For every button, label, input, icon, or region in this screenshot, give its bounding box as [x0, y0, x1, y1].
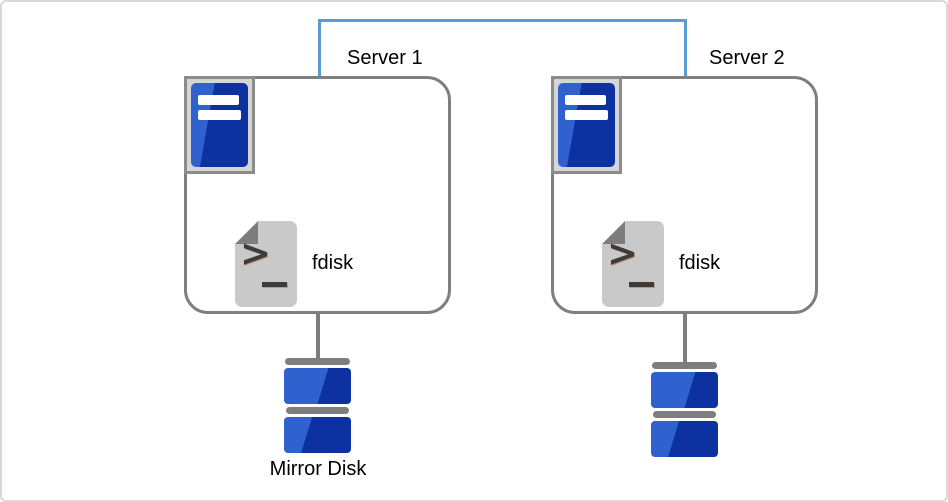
cursor-underscore-icon [262, 282, 287, 287]
disk-cap [652, 362, 717, 369]
disk-cap [285, 358, 350, 365]
terminal-file-icon: > [235, 221, 297, 307]
server-2-box: > fdisk [551, 76, 818, 314]
server-icon-frame [184, 76, 255, 174]
terminal-file-icon: > [602, 221, 664, 307]
server-2-label: Server 2 [709, 47, 785, 69]
prompt-icon: > [607, 232, 639, 275]
server-tower-icon [558, 83, 615, 167]
disk-stack-icon [651, 362, 718, 457]
server-slot [565, 95, 606, 105]
fdisk-label: fdisk [679, 252, 721, 274]
server-interconnect-line [318, 19, 687, 76]
server-slot [198, 110, 241, 120]
prompt-icon: > [240, 232, 272, 275]
fdisk-label: fdisk [312, 252, 354, 274]
disk-platter [651, 372, 718, 408]
disk-connector-line [316, 313, 320, 360]
server-icon-frame [551, 76, 622, 174]
disk-cap [653, 411, 716, 418]
disk-platter [651, 421, 718, 457]
disk-cap [286, 407, 349, 414]
disk-stack-icon [284, 358, 351, 453]
disk-connector-line [683, 313, 687, 364]
server-1-label: Server 1 [347, 47, 423, 69]
server-tower-icon [191, 83, 248, 167]
server-slot [565, 110, 608, 120]
mirror-disk-label: Mirror Disk [269, 458, 367, 480]
cursor-underscore-icon [629, 282, 654, 287]
server-1-box: > fdisk [184, 76, 451, 314]
disk-platter [284, 417, 351, 453]
server-slot [198, 95, 239, 105]
disk-platter [284, 368, 351, 404]
